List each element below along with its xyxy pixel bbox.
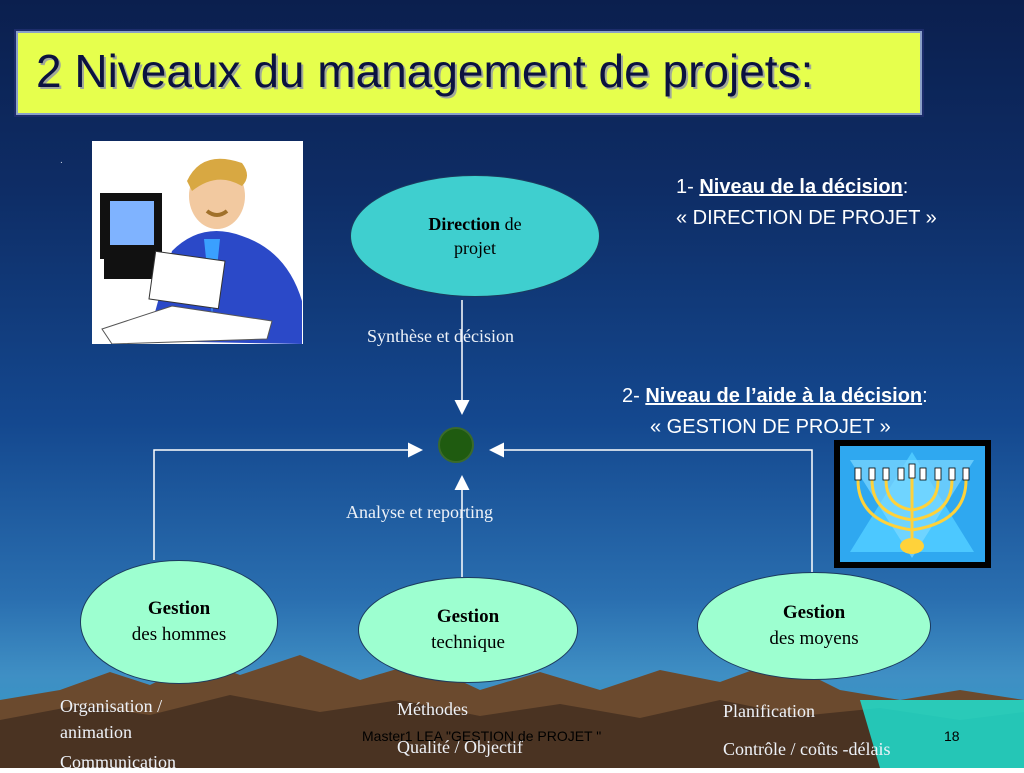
footer-course-title: Master1 LEA "GESTION de PROJET " (362, 728, 602, 744)
niveau1-prefix: 1- (676, 176, 700, 198)
niveau1-subtitle: « DIRECTION DE PROJET » (676, 207, 937, 229)
bottom-left-line2: animation (60, 722, 132, 742)
footer-page-number: 18 (944, 728, 960, 744)
gestion-des-hommes-node: Gestion des hommes (80, 560, 278, 684)
niveau2-heading: 2- Niveau de l’aide à la décision: (622, 385, 928, 408)
technique-bold: Gestion (436, 606, 500, 628)
niveau1-heading: 1- Niveau de la décision: (676, 176, 908, 199)
niveau2-subtitle: « GESTION DE PROJET » (650, 416, 891, 438)
arrow-hommes-to-hub (153, 442, 423, 560)
central-hub-node (438, 427, 474, 463)
bottom-right-line2: Contrôle / coûts -délais (723, 739, 891, 759)
bullet-dot: . (60, 155, 63, 166)
moyens-bold: Gestion (782, 602, 846, 624)
direction-line1: Direction de (428, 212, 521, 236)
niveau2-suffix: : (922, 385, 928, 407)
direction-line2: projet (454, 238, 496, 258)
bottom-left-line1: Organisation / (60, 696, 163, 716)
analyse-label: Analyse et reporting (346, 502, 493, 522)
bottom-right-line1: Planification (723, 701, 815, 721)
direction-de-projet-node: Direction de projet (350, 175, 600, 297)
menorah-clipart (834, 440, 991, 568)
title-banner (14, 29, 924, 117)
niveau2-title: Niveau de l’aide à la décision (645, 385, 923, 407)
technique-line2: technique (431, 632, 505, 653)
gestion-des-moyens-node: Gestion des moyens (697, 572, 931, 680)
water-patch (860, 700, 1024, 768)
bottom-mid-line1: Méthodes (397, 699, 468, 719)
arrow-moyens-to-hub (489, 442, 813, 572)
manager-clipart (92, 141, 303, 345)
direction-rest: de (500, 213, 522, 234)
hommes-bold: Gestion (147, 598, 211, 620)
niveau2-prefix: 2- (622, 385, 646, 407)
hommes-line2: des hommes (131, 624, 227, 645)
bottom-left-line3: Communication (60, 752, 176, 772)
direction-bold: Direction (428, 213, 501, 234)
bottom-mid-line2: Qualité / Objectif (397, 737, 523, 757)
synthese-label: Synthèse et décision (367, 326, 514, 346)
niveau1-title: Niveau de la décision (699, 176, 903, 198)
gestion-technique-node: Gestion technique (358, 577, 578, 683)
slide-title: 2 Niveaux du management de projets: (36, 45, 814, 97)
manager-computer-icon (100, 158, 302, 345)
niveau1-suffix: : (902, 176, 909, 198)
moyens-line2: des moyens (769, 628, 859, 649)
mountain-foreground (0, 695, 1024, 768)
menorah-icon (840, 446, 985, 562)
